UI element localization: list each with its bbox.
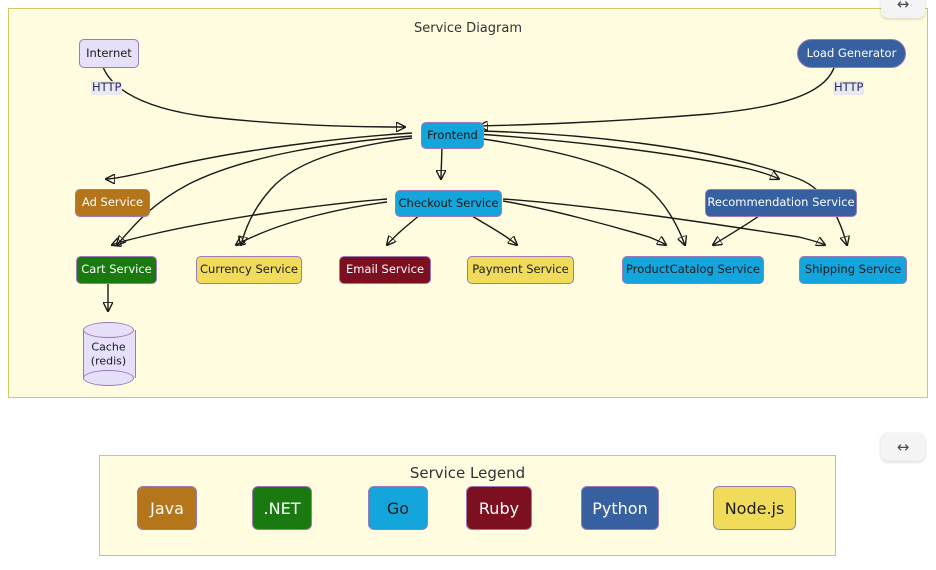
node-payment-service-label: Payment Service [472,262,569,277]
resize-horizontal-icon-legend[interactable]: ↔ [881,433,925,461]
legend-chip-nodejs[interactable]: Node.js [713,486,796,530]
node-recommendation-service[interactable]: Recommendation Service [705,189,857,217]
node-cache-label: Cache (redis) [83,340,134,368]
resize-horizontal-glyph-legend: ↔ [896,437,910,456]
service-diagram-title: Service Diagram [414,21,522,36]
legend-chip-dotnet[interactable]: .NET [252,486,312,530]
service-legend-title: Service Legend [409,464,526,482]
node-shipping-service-label: Shipping Service [804,262,902,277]
node-frontend-label: Frontend [427,127,478,142]
node-internet[interactable]: Internet [79,39,139,68]
edge-frontend-currency [241,137,413,245]
node-cart-service[interactable]: Cart Service [76,256,157,284]
edge-checkout-currency [236,201,388,245]
edge-frontend-productcatalog [476,137,685,245]
legend-chip-ruby[interactable]: Ruby [466,486,532,530]
node-ad-service-label: Ad Service [81,195,144,210]
node-shipping-service[interactable]: Shipping Service [799,256,907,284]
edge-label-loadgenerator-http: HTTP [833,80,865,95]
node-checkout-service[interactable]: Checkout Service [395,190,502,217]
edge-frontend-cartservice [117,135,413,245]
edge-frontend-adservice [106,132,413,179]
node-currency-service[interactable]: Currency Service [196,256,302,284]
cylinder-bottom-ellipse [83,370,134,386]
legend-chip-java[interactable]: Java [137,486,197,530]
service-legend-panel: Service Legend Java .NET Go Ruby Python … [99,455,836,556]
node-cache-label-line2: (redis) [90,354,127,367]
edge-internet-frontend [100,59,405,127]
node-productcatalog-service-label: ProductCatalog Service [626,262,760,277]
legend-chip-nodejs-label: Node.js [724,498,785,518]
node-recommendation-service-label: Recommendation Service [707,195,855,210]
node-cache-label-line1: Cache [91,340,126,354]
legend-chip-ruby-label: Ruby [478,498,520,518]
edge-frontend-shipping [476,130,847,245]
cylinder-top-ellipse [83,322,134,338]
resize-horizontal-glyph: ↔ [896,0,910,13]
legend-chip-java-label: Java [150,498,184,518]
node-frontend[interactable]: Frontend [421,122,484,149]
legend-chip-python[interactable]: Python [581,486,659,530]
edge-frontend-recommendation [476,133,779,179]
service-diagram-panel: Service Diagram [8,8,928,398]
node-internet-label: Internet [86,45,132,60]
legend-chip-python-label: Python [592,498,648,518]
node-email-service[interactable]: Email Service [339,256,431,284]
node-load-generator-label: Load Generator [806,45,897,60]
node-payment-service[interactable]: Payment Service [467,256,574,284]
edge-label-internet-http: HTTP [91,80,123,95]
legend-chip-dotnet-label: .NET [263,498,301,518]
node-load-generator[interactable]: Load Generator [797,39,906,68]
node-productcatalog-service[interactable]: ProductCatalog Service [622,256,764,284]
node-cache-database[interactable]: Cache (redis) [83,322,136,386]
node-checkout-service-label: Checkout Service [398,195,499,210]
resize-horizontal-icon[interactable]: ↔ [881,0,925,18]
node-currency-service-label: Currency Service [200,262,298,277]
node-ad-service[interactable]: Ad Service [75,189,150,217]
edge-loadgen-frontend [479,59,837,126]
edge-checkout-productcatalog [502,200,666,245]
node-cart-service-label: Cart Service [81,262,152,277]
legend-chip-go[interactable]: Go [368,486,428,530]
node-email-service-label: Email Service [345,262,425,277]
legend-chip-go-label: Go [386,498,410,518]
edge-checkout-cartservice [112,198,388,245]
